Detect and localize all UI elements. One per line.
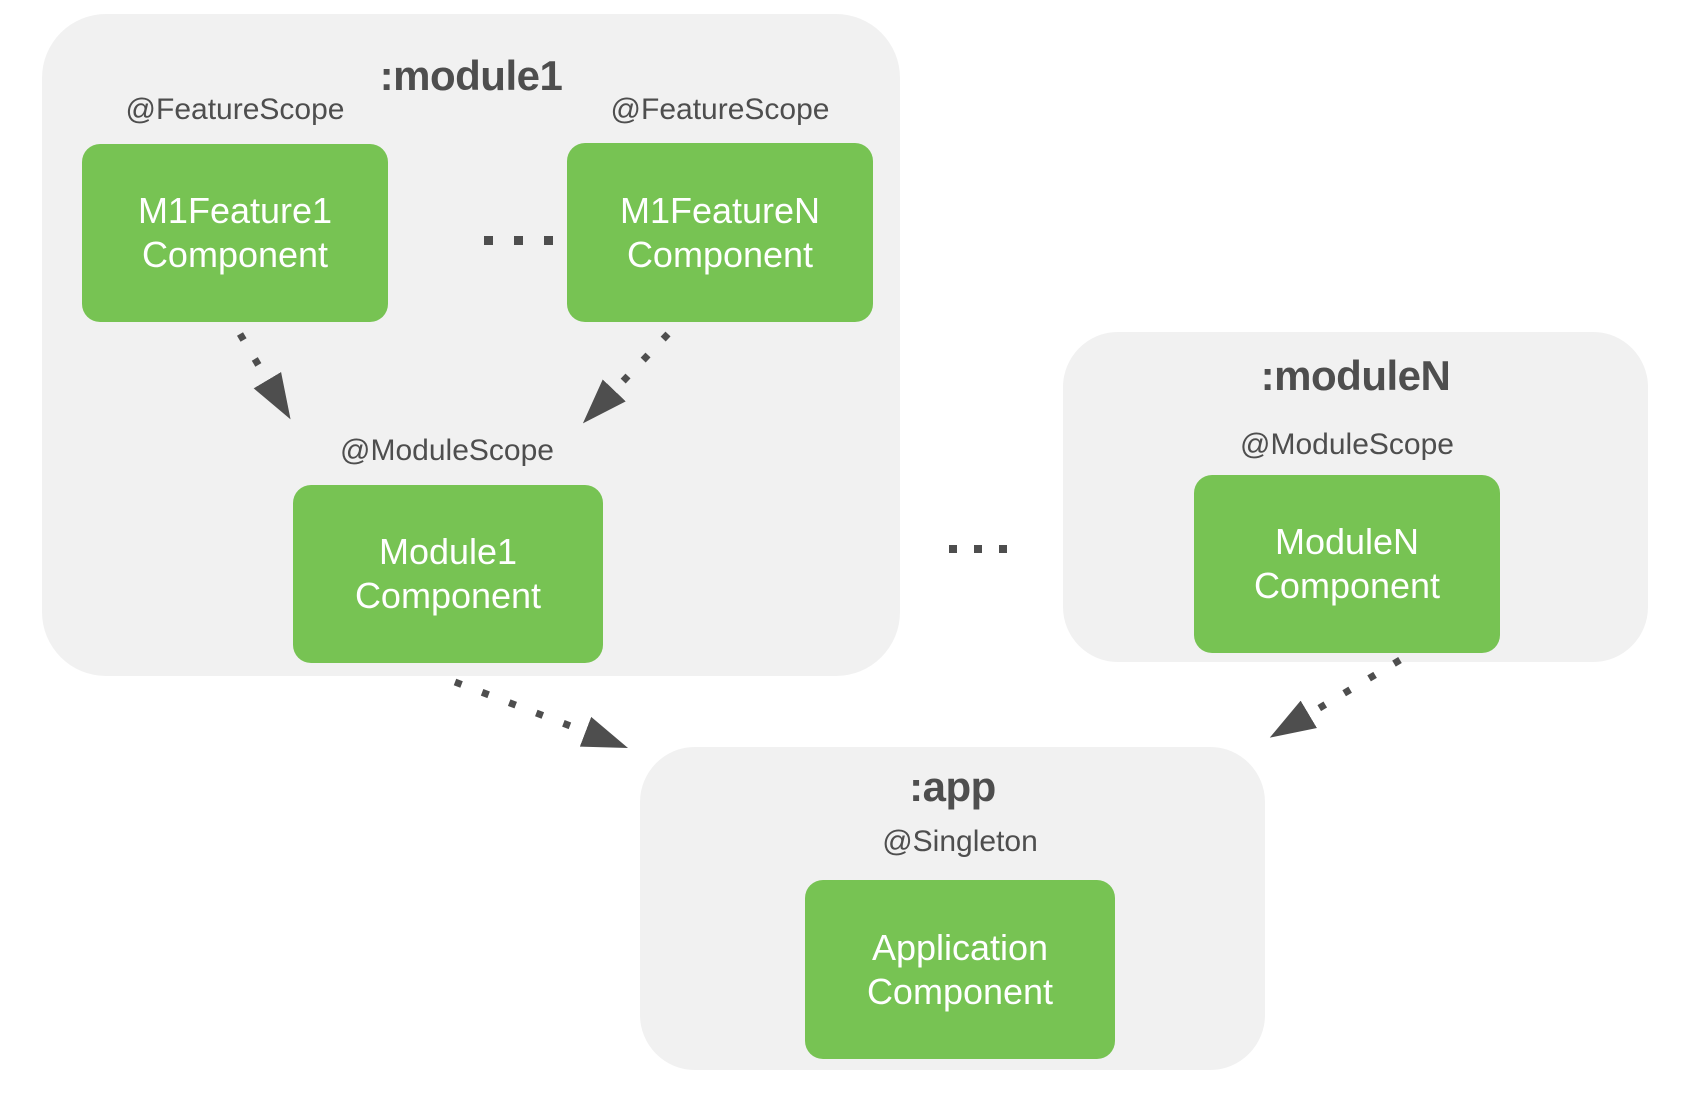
application-component-label-line1: Application (871, 926, 1049, 968)
arrow-modulen-to-app (1269, 656, 1402, 738)
m1featuren-component-node: M1FeatureN Component (567, 143, 873, 322)
singleton-scope-label: @Singleton (882, 825, 1038, 858)
ellipsis-dot (544, 236, 553, 245)
app-container: :app @Singleton Application Component (640, 747, 1265, 1070)
ellipsis-dot (484, 236, 493, 245)
features-ellipsis-dots (484, 236, 553, 245)
feature1-scope-label: @FeatureScope (125, 93, 345, 126)
m1feature1-component-label-line2: Component (141, 234, 329, 275)
ellipsis-dot (949, 545, 957, 553)
ellipsis-dot (999, 545, 1007, 553)
moduleN-title: :moduleN (1260, 352, 1451, 399)
module1-component-label-line1: Module1 (378, 531, 518, 572)
m1feature1-component-label-line1: M1Feature1 (137, 190, 333, 231)
application-component-node: Application Component (805, 880, 1115, 1059)
modules-ellipsis-dots (949, 545, 1007, 553)
modulen-component-label-line1: ModuleN (1274, 521, 1420, 562)
m1featuren-component-label-line1: M1FeatureN (619, 189, 821, 231)
module1-scope-label: @ModuleScope (340, 434, 554, 467)
module1-title: :module1 (379, 52, 563, 99)
modulen-component-label-line2: Component (1253, 565, 1441, 606)
module1-component-label-line2: Component (354, 575, 542, 616)
app-title: :app (909, 763, 996, 810)
arrow-module1-to-app (453, 678, 629, 748)
ellipsis-dot (514, 236, 523, 245)
moduleN-container: :moduleN @ModuleScope ModuleN Component (1063, 332, 1648, 662)
application-component-label-line2: Component (866, 970, 1054, 1012)
ellipsis-dot (974, 545, 982, 553)
m1feature1-component-node: M1Feature1 Component (82, 144, 388, 322)
modulen-component-node: ModuleN Component (1194, 475, 1500, 653)
moduleN-scope-label: @ModuleScope (1240, 428, 1454, 461)
module1-container: :module1 @FeatureScope @FeatureScope M1F… (42, 14, 900, 676)
m1featuren-component-label-line2: Component (626, 233, 814, 275)
module1-component-node: Module1 Component (293, 485, 603, 663)
featureN-scope-label: @FeatureScope (610, 93, 830, 126)
